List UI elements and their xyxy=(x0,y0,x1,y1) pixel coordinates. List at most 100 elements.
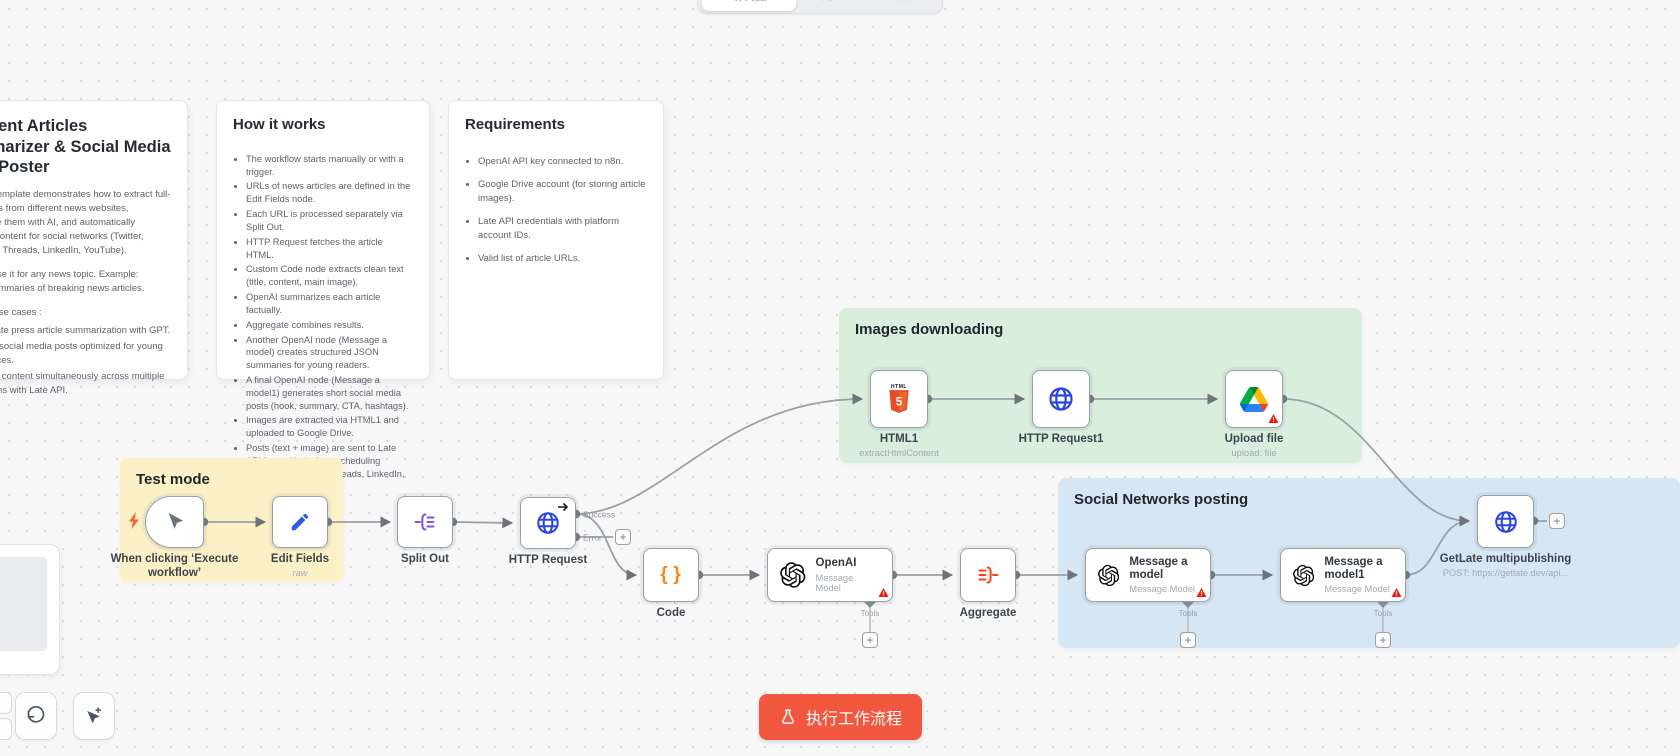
sticky-note-how-it-works[interactable]: How it works The workflow starts manuall… xyxy=(216,100,430,492)
openai-icon xyxy=(780,562,806,588)
list-item: OpenAI API key connected to n8n. xyxy=(478,155,647,169)
node-message-a-model[interactable]: Message a model Message Model xyxy=(1085,548,1211,602)
node-label: Code xyxy=(656,607,686,619)
node-label: HTML1 xyxy=(879,433,919,445)
node-subtitle: Message Model xyxy=(815,572,854,593)
group-title: Test mode xyxy=(136,471,210,488)
node-openai[interactable]: OpenAI Message Model xyxy=(767,548,893,602)
group-title: Images downloading xyxy=(855,321,1004,338)
tab-evaluations[interactable]: 评估 xyxy=(869,0,938,11)
node-getlate-multipublishing[interactable]: GetLate multipublishing POST: https://ge… xyxy=(1440,495,1571,578)
openai-icon xyxy=(1293,564,1315,586)
openai-icon xyxy=(1098,564,1120,586)
list-item: Another OpenAI node (Message a model) cr… xyxy=(246,334,413,372)
node-sublabel: POST: https://getlate.dev/api... xyxy=(1442,568,1569,578)
node-label: When clicking ‘Execute workflow’ xyxy=(110,553,239,579)
node-label: Aggregate xyxy=(959,607,1017,619)
list-item: Late API credentials with platform accou… xyxy=(478,215,647,243)
warning-icon xyxy=(878,588,889,597)
side-panel-partial[interactable] xyxy=(0,544,60,675)
node-upload-file[interactable]: Upload file upload: file xyxy=(1225,370,1283,458)
pencil-icon xyxy=(291,513,309,531)
sticky-bullet-list: The workflow starts manually or with a t… xyxy=(233,153,413,494)
node-label: Split Out xyxy=(401,553,449,565)
node-title: OpenAI xyxy=(815,557,857,570)
google-drive-icon xyxy=(1240,386,1268,412)
list-item: Create social media posts optimized for … xyxy=(0,340,171,368)
node-split-out[interactable]: Split Out xyxy=(397,496,453,565)
list-item: Each URL is processed separately via Spl… xyxy=(246,208,413,234)
add-node-plus-button[interactable] xyxy=(615,529,631,545)
list-item: URLs of news articles are defined in the… xyxy=(246,180,413,206)
list-item: OpenAI summarizes each article factually… xyxy=(246,291,413,317)
list-item: Publish content simultaneously across mu… xyxy=(0,370,171,398)
node-subtitle: Message Model xyxy=(1324,584,1390,595)
sticky-note-requirements[interactable]: Requirements OpenAI API key connected to… xyxy=(448,100,664,380)
node-subtitle: Message Model xyxy=(1129,584,1195,595)
add-tool-plus-button[interactable] xyxy=(862,632,878,648)
undo-icon xyxy=(27,706,45,723)
node-manual-trigger[interactable]: When clicking ‘Execute workflow’ xyxy=(111,496,238,579)
sticky-title: Requirements xyxy=(465,116,566,133)
output-label-success: Success xyxy=(583,510,615,520)
edge-button-partial[interactable] xyxy=(0,692,12,714)
tidy-up-button[interactable] xyxy=(73,692,115,740)
html5-logo-text: HTML xyxy=(891,384,907,390)
trigger-bolt-icon xyxy=(129,512,139,529)
globe-icon xyxy=(1494,510,1517,533)
node-sublabel: extractHtmlContent xyxy=(859,448,939,458)
list-item: The workflow starts manually or with a t… xyxy=(246,153,413,179)
sticky-bullet-list: OpenAI API key connected to n8n. Google D… xyxy=(465,155,647,266)
node-sublabel: raw xyxy=(292,568,308,578)
node-label: HTTP Request1 xyxy=(1018,433,1104,445)
node-title: Message a model1 xyxy=(1324,555,1383,581)
list-item: Aggregate combines results. xyxy=(246,319,413,332)
add-node-plus-button[interactable] xyxy=(1549,513,1565,529)
execute-workflow-label: 执行工作流程 xyxy=(805,711,902,728)
aggregate-icon xyxy=(978,566,999,584)
tab-editor[interactable]: 编辑器 xyxy=(702,0,796,11)
add-tool-plus-button[interactable] xyxy=(1180,632,1196,648)
list-item: Images are extracted via HTML1 and uploa… xyxy=(246,414,413,440)
warning-icon xyxy=(1391,588,1402,597)
node-label: HTTP Request xyxy=(508,554,588,566)
split-out-icon xyxy=(414,513,435,531)
sticky-paragraph: Possible use cases : xyxy=(0,307,42,319)
sticky-title: Different Articles Summarizer & Social M… xyxy=(0,117,171,177)
svg-text:5: 5 xyxy=(896,395,903,409)
node-html1[interactable]: HTML 5 HTML1 extractHtmlContent xyxy=(859,370,939,458)
group-title: Social Networks posting xyxy=(1074,491,1249,508)
sticky-paragraph: This n8n template demonstrates how to ex… xyxy=(0,188,171,257)
edge-button-partial[interactable] xyxy=(0,718,12,740)
code-braces-icon: { } xyxy=(660,564,682,585)
node-http-request1[interactable]: HTTP Request1 xyxy=(1019,370,1103,445)
node-edit-fields[interactable]: Edit Fields raw xyxy=(271,496,329,578)
tab-executions[interactable]: 执行 xyxy=(798,0,867,11)
node-code[interactable]: { } Code xyxy=(643,548,699,619)
node-message-a-model1[interactable]: Message a model1 Message Model xyxy=(1280,548,1406,602)
pinned-arrow-icon xyxy=(558,502,569,512)
node-http-request[interactable]: HTTP Request xyxy=(509,497,587,566)
list-item: Automate press article summarization wit… xyxy=(0,324,171,338)
sticky-paragraph: You can use it for any news topic. Examp… xyxy=(0,269,145,295)
undo-button[interactable] xyxy=(15,692,57,740)
warning-icon xyxy=(1196,588,1207,597)
execute-workflow-button[interactable]: 执行工作流程 xyxy=(759,694,922,740)
side-panel-content xyxy=(0,557,47,651)
node-aggregate[interactable]: Aggregate xyxy=(960,548,1016,619)
list-item: HTTP Request fetches the article HTML. xyxy=(246,236,413,262)
view-tabbar: 编辑器 执行 评估 xyxy=(697,0,943,14)
globe-icon xyxy=(537,512,559,534)
list-item: A final OpenAI node (Message a model1) g… xyxy=(246,374,413,412)
node-label: Edit Fields xyxy=(270,553,330,565)
add-tool-plus-button[interactable] xyxy=(1375,632,1391,648)
list-item: Valid list of article URLs. xyxy=(478,252,647,266)
list-item: Google Drive account (for storing articl… xyxy=(478,178,647,206)
cursor-icon xyxy=(168,512,183,529)
node-label: GetLate multipublishing xyxy=(1439,553,1572,565)
sticky-bullet-list: Automate press article summarization wit… xyxy=(0,324,171,398)
warning-icon xyxy=(1268,414,1279,423)
html5-icon: 5 xyxy=(889,390,909,413)
sticky-note-intro[interactable]: Different Articles Summarizer & Social M… xyxy=(0,100,188,396)
